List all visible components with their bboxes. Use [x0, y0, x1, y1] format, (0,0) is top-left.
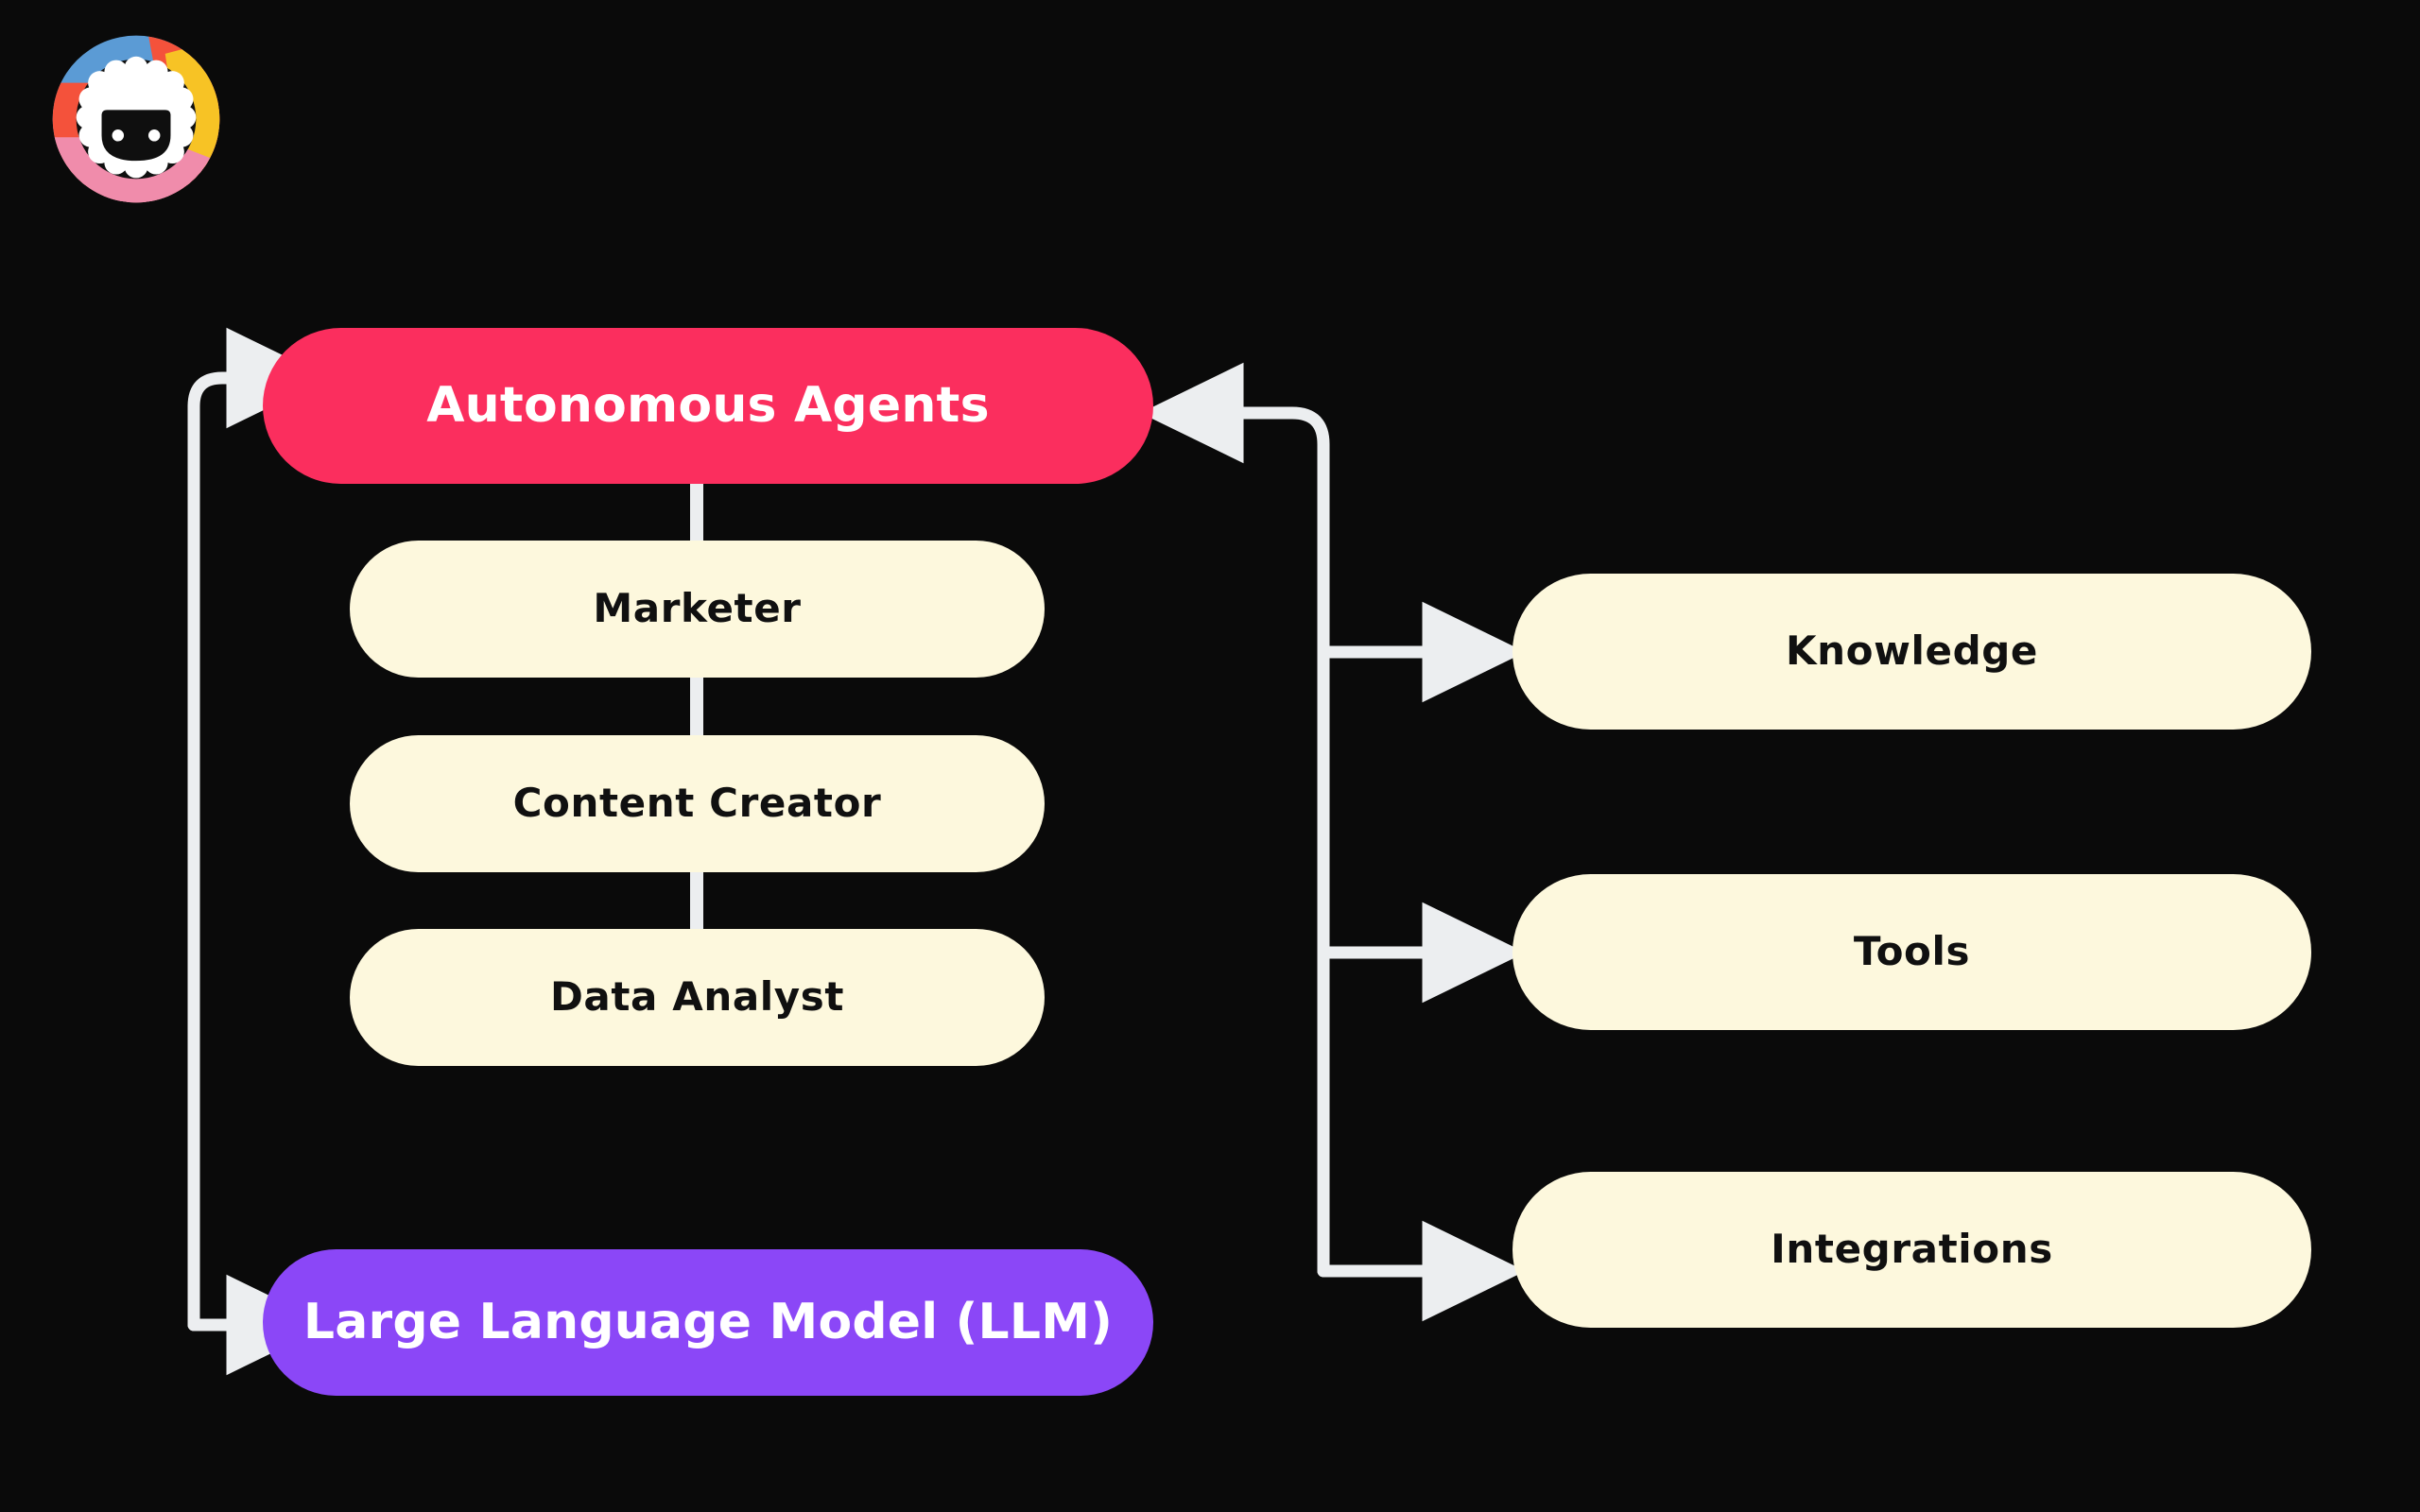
node-data-analyst[interactable]: Data Analyst: [350, 929, 1045, 1066]
node-tools[interactable]: Tools: [1512, 874, 2311, 1030]
node-marketer[interactable]: Marketer: [350, 541, 1045, 678]
node-large-language-model[interactable]: Large Language Model (LLM): [263, 1249, 1153, 1396]
node-content-creator[interactable]: Content Creator: [350, 735, 1045, 872]
node-autonomous-agents[interactable]: Autonomous Agents: [263, 328, 1153, 484]
edge-root-to-branch-trunk: [1140, 362, 1330, 1278]
node-integrations[interactable]: Integrations: [1512, 1172, 2311, 1328]
edge-loop-to-root: [187, 327, 330, 429]
sheep-logo[interactable]: [45, 28, 227, 210]
node-knowledge[interactable]: Knowledge: [1512, 574, 2311, 730]
